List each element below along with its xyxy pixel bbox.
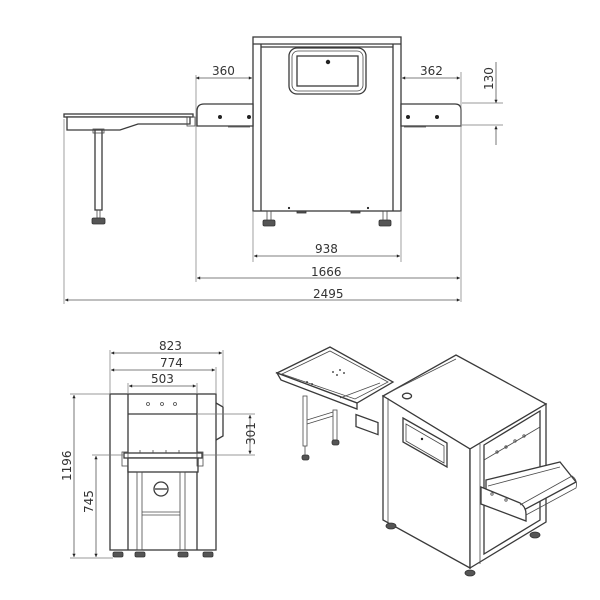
dimension-360: 360 bbox=[195, 64, 252, 282]
dimension-2495: 2495 bbox=[63, 119, 460, 304]
dim-label-362: 362 bbox=[420, 64, 443, 78]
dimension-1196: 1196 bbox=[60, 393, 113, 559]
dim-label-745: 745 bbox=[82, 490, 96, 513]
dimension-938: 938 bbox=[252, 212, 402, 262]
dim-label-301: 301 bbox=[244, 422, 258, 445]
body-feet bbox=[262, 210, 392, 227]
dimension-301: 301 bbox=[198, 413, 258, 456]
dimension-774: 774 bbox=[111, 356, 217, 394]
left-conveyor-arm bbox=[196, 103, 254, 128]
dim-label-774: 774 bbox=[160, 356, 183, 370]
emergency-stop-icon bbox=[153, 481, 169, 497]
dim-label-130: 130 bbox=[482, 67, 496, 90]
end-elevation-view: 823 774 503 301 1196 bbox=[60, 339, 258, 559]
dim-label-1666: 1666 bbox=[311, 265, 342, 279]
right-conveyor-arm bbox=[400, 103, 462, 128]
end-feet bbox=[112, 551, 214, 558]
side-elevation-view: 360 362 130 938 1666 bbox=[63, 36, 503, 304]
dimension-823: 823 bbox=[109, 339, 224, 406]
isometric-view bbox=[275, 346, 577, 577]
input-roller-table bbox=[63, 113, 196, 225]
iso-scanner-body bbox=[381, 354, 577, 570]
dimension-130: 130 bbox=[462, 62, 503, 145]
dim-label-938: 938 bbox=[315, 242, 338, 256]
dim-label-2495: 2495 bbox=[313, 287, 344, 301]
display-window-icon bbox=[288, 47, 367, 95]
dimension-362: 362 bbox=[402, 64, 462, 302]
dimension-745: 745 bbox=[82, 454, 124, 558]
iso-feet bbox=[385, 522, 541, 577]
end-body bbox=[109, 393, 224, 551]
dimension-1666: 1666 bbox=[197, 265, 460, 280]
dim-label-503: 503 bbox=[151, 372, 174, 386]
dim-label-1196: 1196 bbox=[60, 450, 74, 481]
iso-input-tray bbox=[275, 346, 395, 461]
dim-label-823: 823 bbox=[159, 339, 182, 353]
dimension-503: 503 bbox=[127, 372, 198, 394]
dim-label-360: 360 bbox=[212, 64, 235, 78]
scanner-body bbox=[252, 36, 402, 214]
